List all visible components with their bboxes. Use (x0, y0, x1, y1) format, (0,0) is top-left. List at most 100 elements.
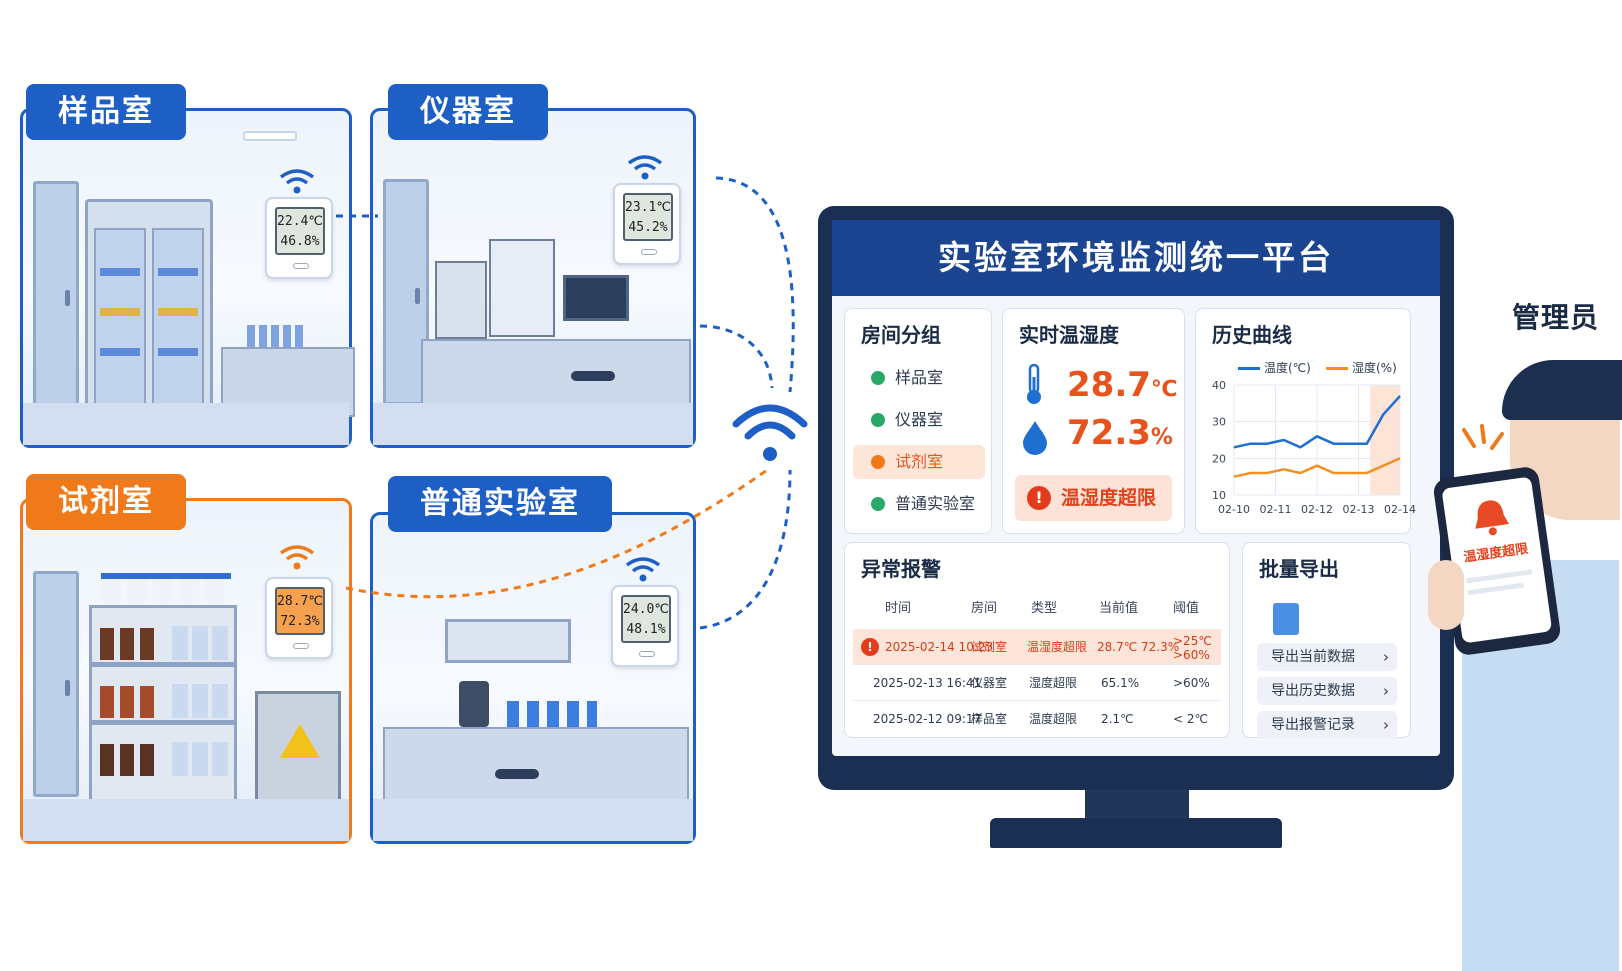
hazard-cabinet (255, 691, 341, 805)
realtime-temperature: 28.7℃ (1067, 365, 1178, 405)
over-limit-warning[interactable]: ! 温湿度超限 (1015, 475, 1172, 521)
alarm-row[interactable]: 2025-02-12 09:17 样品室 温度超限 2.1℃ < 2℃ (853, 701, 1221, 737)
alarm-row[interactable]: ! 2025-02-14 10:23 试剂室 温湿度超限 28.7℃ 72.3%… (853, 629, 1221, 665)
col-threshold: 阈值 (1173, 601, 1200, 616)
history-title: 历史曲线 (1212, 323, 1292, 347)
admin-label: 管理员 (1512, 301, 1600, 334)
alarm-room: 仪器室 (971, 676, 1008, 690)
x-tick-label: 02-14 (1384, 503, 1416, 516)
alarm-table-header: 时间 房间 类型 当前值 阈值 (853, 591, 1221, 627)
realtime-title: 实时温湿度 (1019, 323, 1119, 347)
bell-icon (1475, 500, 1509, 536)
computer-monitor (563, 275, 629, 321)
water-drop-icon (1023, 421, 1047, 455)
room-tag-reagent: 试剂室 (26, 474, 186, 530)
humidity-series-line (1233, 457, 1401, 478)
alarm-value: 28.7℃ 72.3% (1097, 640, 1180, 654)
room-group-item-reagent[interactable]: 试剂室 (853, 445, 985, 479)
door (33, 571, 79, 797)
room-tag-sample: 样品室 (26, 84, 186, 140)
beakers (507, 701, 597, 727)
phone-alert-text: 温湿度超限 (1462, 541, 1530, 566)
lab-stool (495, 769, 539, 779)
alarm-card: 异常报警 时间 房间 类型 当前值 阈值 ! 2025-02-14 10:23 … (844, 542, 1230, 738)
storage-cabinet (85, 199, 213, 417)
sensor-display: 24.0℃ 48.1% (621, 595, 671, 643)
alarm-room: 试剂室 (971, 640, 1008, 654)
realtime-card: 实时温湿度 28.7℃ 72.3% !温湿度超限 (1002, 308, 1185, 534)
sensor-humidity: 45.2% (628, 220, 668, 235)
room-tag-instrument: 仪器室 (388, 84, 548, 140)
room-panel-instrument: 23.1℃ 45.2% (370, 108, 696, 448)
alarm-value: 2.1℃ (1101, 712, 1134, 726)
gateway-wifi-icon (732, 404, 808, 461)
room-sensor: 22.4℃ 46.8% (265, 197, 333, 279)
admin-hand (1428, 560, 1464, 630)
monitor: 实验室环境监测统一平台 房间分组 样品室 仪器室 试剂室 普通实验室 实时温湿度… (818, 206, 1454, 790)
alarm-time: 2025-02-12 09:17 (873, 712, 982, 726)
room-group-label: 试剂室 (895, 452, 944, 471)
sensor-wifi-icon (627, 155, 663, 180)
room-group-label: 仪器室 (895, 410, 944, 429)
room-sensor: 24.0℃ 48.1% (611, 585, 679, 667)
export-history-button[interactable]: 导出历史数据› (1257, 677, 1397, 705)
legend-temperature: 温度(℃) (1238, 359, 1311, 376)
platform-screen: 实验室环境监测统一平台 房间分组 样品室 仪器室 试剂室 普通实验室 实时温湿度… (832, 220, 1440, 756)
room-group-label: 样品室 (895, 368, 944, 387)
sensor-display: 23.1℃ 45.2% (623, 193, 673, 241)
room-tag-general: 普通实验室 (388, 476, 612, 532)
sensor-humidity: 48.1% (626, 622, 666, 637)
x-tick-label: 02-11 (1260, 503, 1292, 516)
wall-cabinet (445, 619, 571, 663)
alarm-threshold: >25℃>60% (1173, 634, 1212, 662)
sensor-wifi-icon (279, 169, 315, 194)
notification-ring-icon (1462, 424, 1504, 450)
room-sensor: 23.1℃ 45.2% (613, 183, 681, 265)
sensor-humidity: 46.8% (280, 234, 320, 249)
room-group-item-sample[interactable]: 样品室 (853, 361, 985, 395)
room-group-item-instrument[interactable]: 仪器室 (853, 403, 985, 437)
col-time: 时间 (885, 601, 912, 616)
x-tick-label: 02-12 (1301, 503, 1333, 516)
alarm-type: 温湿度超限 (1027, 640, 1088, 654)
analyzer-instrument (435, 261, 487, 339)
col-type: 类型 (1031, 601, 1058, 616)
alarm-row[interactable]: 2025-02-13 16:41 仪器室 湿度超限 65.1% >60% (853, 665, 1221, 701)
room-group-item-general[interactable]: 普通实验室 (853, 487, 985, 521)
door (33, 181, 79, 407)
export-card: 批量导出 导出当前数据› 导出历史数据› 导出报警记录› (1242, 542, 1411, 739)
chromatograph (489, 239, 555, 337)
lab-bench (421, 339, 691, 415)
sensor-temp: 23.1℃ (625, 200, 671, 215)
col-room: 房间 (971, 601, 998, 616)
alarm-type: 温度超限 (1029, 712, 1078, 726)
alert-icon: ! (1027, 486, 1051, 510)
alarm-title: 异常报警 (861, 557, 941, 581)
y-tick-label: 30 (1212, 416, 1226, 429)
monitor-base (990, 818, 1282, 848)
x-tick-label: 02-10 (1218, 503, 1250, 516)
y-tick-label: 20 (1212, 452, 1226, 465)
temperature-series-line (1233, 395, 1401, 449)
sensor-display: 22.4℃ 46.8% (275, 207, 325, 255)
lab-bench (383, 727, 689, 803)
room-group-label: 普通实验室 (895, 494, 976, 513)
col-value: 当前值 (1099, 601, 1139, 616)
sensor-temp: 28.7℃ (277, 594, 323, 609)
alarm-room: 样品室 (971, 712, 1008, 726)
sensor-temp: 22.4℃ (277, 214, 323, 229)
sensor-wifi-icon (279, 545, 315, 570)
sensor-temp: 24.0℃ (623, 602, 669, 617)
document-icon (1273, 603, 1299, 635)
warning-text: 温湿度超限 (1061, 487, 1157, 509)
chevron-right-icon: › (1383, 682, 1389, 700)
room-panel-sample: 22.4℃ 46.8% (20, 108, 355, 448)
room-group-card: 房间分组 样品室 仪器室 试剂室 普通实验室 (844, 308, 992, 534)
alarm-threshold: < 2℃ (1173, 712, 1208, 726)
export-current-button[interactable]: 导出当前数据› (1257, 643, 1397, 671)
smartphone: 温湿度超限 (1432, 465, 1562, 657)
export-alarm-button[interactable]: 导出报警记录› (1257, 711, 1397, 739)
